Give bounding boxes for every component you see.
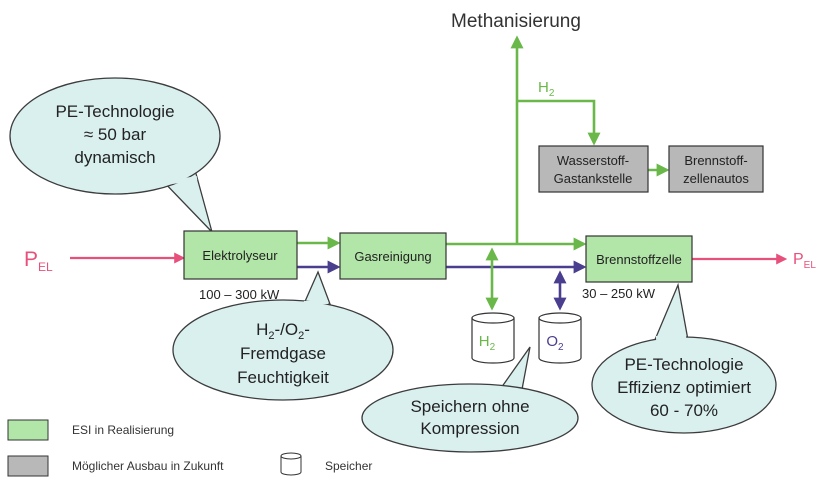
pe-technologie-bubble: PE-Technologie ≈ 50 bar dynamisch [9,77,221,233]
bubble-fremdgase-line3: Feuchtigkeit [237,368,329,387]
methanisierung-label: Methanisierung [451,11,581,32]
legend-speicher-label: Speicher [325,459,372,473]
bubble-fremdgase-line1: H2-/O2- [256,320,310,342]
bubble-effizienz-line1: PE-Technologie [624,355,743,374]
elektrolyseur-label: Elektrolyseur [202,248,278,263]
bubble-pe-line3: dynamisch [74,148,155,167]
autos-box: Brennstoff- zellenautos [668,145,764,193]
h2-storage-label: H2 [479,333,496,353]
legend-esi-swatch [7,419,49,441]
bubble-effizienz-line2: Effizienz optimiert [617,378,751,397]
autos-label-line2: zellenautos [683,171,749,186]
tankstelle-label-line2: Gastankstelle [554,171,633,186]
o2-storage-label: O2 [546,333,564,353]
autos-label-line1: Brennstoff- [684,153,747,168]
h2-branch-label: H2 [538,79,555,99]
effizienz-bubble: PE-Technologie Effizienz optimiert 60 - … [591,282,777,434]
bubble-speichern-line1: Speichern ohne [410,397,529,416]
brennstoffzelle-box: Brennstoffzelle [585,235,693,283]
brennstoffzelle-power: 30 – 250 kW [582,286,656,301]
bubble-fremdgase-line2: Fremdgase [240,344,326,363]
power-input-label: PEL [24,248,53,274]
legend-speicher-icon [280,452,302,476]
bubble-pe-line2: ≈ 50 bar [84,125,147,144]
h2-flow-tankstelle [517,99,601,146]
tankstelle-box: Wasserstoff- Gastankstelle [538,145,649,193]
elektrolyseur-box: Elektrolyseur [183,230,298,280]
legend-ausbau-swatch [7,455,49,477]
bubble-speichern-line2: Kompression [420,419,519,438]
brennstoffzelle-label: Brennstoffzelle [596,252,682,267]
legend-ausbau-label: Möglicher Ausbau in Zukunft [72,459,224,473]
speichern-bubble: Speichern ohne Kompression [361,346,579,453]
power-output-label: PEL [793,251,816,271]
tankstelle-label-line1: Wasserstoff- [557,153,629,168]
elektrolyseur-power: 100 – 300 kW [199,287,280,302]
bubble-pe-line1: PE-Technologie [55,102,174,121]
gasreinigung-label: Gasreinigung [354,249,431,264]
gasreinigung-box: Gasreinigung [339,232,447,280]
bubble-effizienz-line3: 60 - 70% [650,401,718,420]
fremdgase-bubble: H2-/O2- Fremdgase Feuchtigkeit [172,270,394,401]
h2-storage-cylinder: H2 [471,312,515,364]
legend: ESI in Realisierung Möglicher Ausbau in … [7,419,372,477]
legend-esi-label: ESI in Realisierung [72,423,174,437]
o2-storage-cylinder: O2 [538,312,582,364]
